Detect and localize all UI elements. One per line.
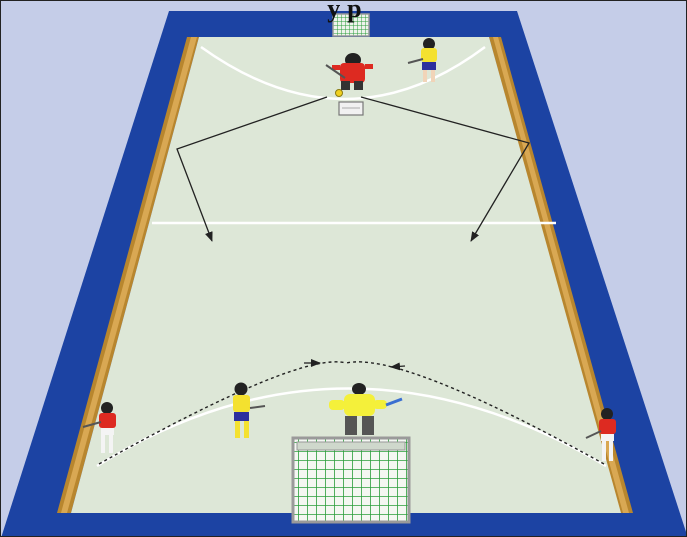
player-leg [244, 421, 249, 438]
player-head [101, 402, 113, 414]
player-leg [602, 441, 606, 461]
player-shorts [422, 62, 436, 70]
player-leg [235, 421, 240, 438]
player-leg [362, 416, 374, 435]
player-head [352, 383, 366, 395]
player-arm [365, 64, 373, 69]
player-shorts [341, 81, 350, 90]
player-shorts [101, 428, 114, 435]
player-leg [345, 416, 357, 435]
goal-icon [293, 438, 409, 522]
player-leg [609, 441, 613, 461]
player-arm [373, 400, 387, 409]
player-jersey [344, 394, 375, 416]
player-leg [109, 435, 113, 453]
player-shorts [234, 412, 249, 421]
ball-icon [336, 90, 343, 97]
figure-title: y p [1, 0, 687, 24]
player-head [601, 408, 613, 420]
player-jersey [599, 419, 616, 434]
player-arm [329, 400, 345, 410]
player-shorts [354, 81, 363, 90]
player-leg [423, 70, 427, 82]
player-shorts [601, 434, 614, 441]
player-head [235, 383, 248, 396]
player-jersey [99, 413, 116, 428]
player-jersey [233, 395, 250, 412]
player-jersey [421, 48, 437, 62]
player-leg [101, 435, 105, 453]
goal-crossbar [297, 442, 405, 450]
player-leg [431, 70, 435, 82]
near-goal [293, 438, 409, 522]
player-jersey [340, 63, 365, 83]
